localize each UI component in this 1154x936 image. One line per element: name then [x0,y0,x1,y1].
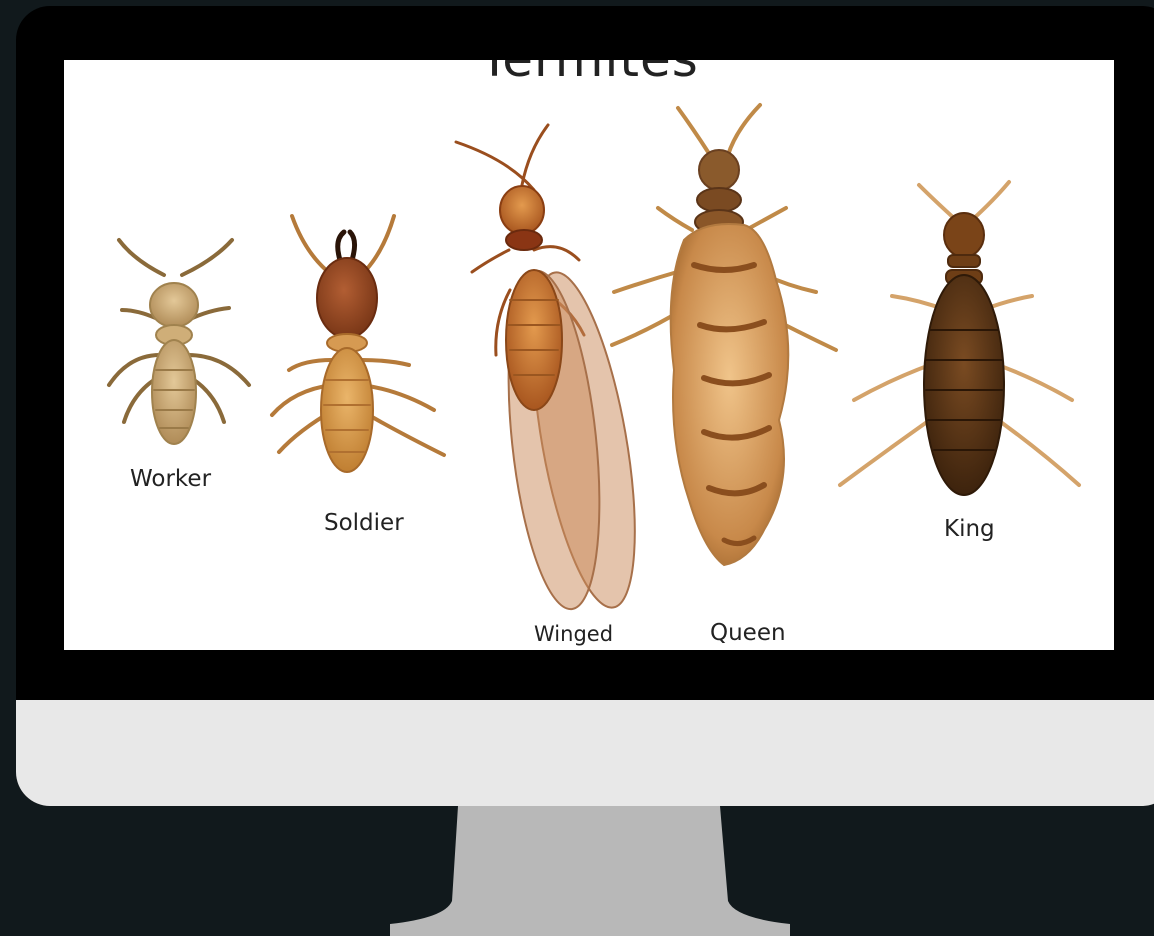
worker-termite [109,240,249,444]
queen-termite [612,105,836,565]
monitor-stand [390,806,790,936]
soldier-termite [272,216,444,472]
slide-screen: Termites [64,60,1114,650]
label-king: King [944,516,995,542]
label-soldier: Soldier [324,510,404,536]
termites-illustration [64,60,1114,650]
monitor-chin [16,700,1154,806]
king-termite [840,182,1079,495]
label-winged: Winged [534,622,613,646]
label-worker: Worker [130,466,211,492]
winged-termite [456,125,655,615]
label-queen: Queen [710,620,786,646]
